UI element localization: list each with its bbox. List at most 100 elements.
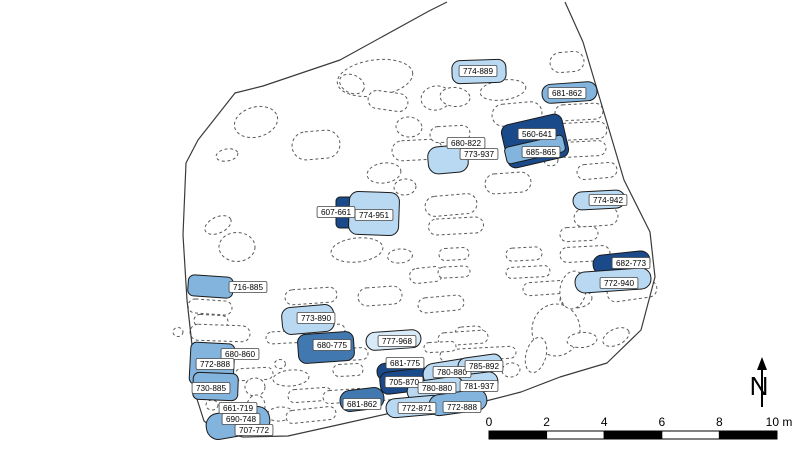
feature-label-773-890: 773-890 <box>296 312 336 324</box>
feature-label-774-889: 774-889 <box>458 65 498 77</box>
stone-blob <box>417 294 465 314</box>
feature-label-text: 716-885 <box>233 283 263 292</box>
stone-blob <box>505 265 551 279</box>
feature-label-box <box>442 401 482 413</box>
feature-label-box <box>312 339 352 351</box>
feature-label-text: 772-888 <box>200 360 230 369</box>
feature-label-730-885: 730-885 <box>191 382 231 394</box>
scale-tick-label: 4 <box>601 415 608 429</box>
stone-blob <box>524 336 548 374</box>
feature-label-682-773: 682-773 <box>611 257 651 269</box>
feature-label-780-880: 780-880 <box>417 382 457 394</box>
stone-blob <box>501 362 521 378</box>
feature-label-box <box>385 357 425 369</box>
feature-label-text: 781-937 <box>464 382 494 391</box>
feature-label-box <box>432 366 472 378</box>
stone-blob <box>274 359 286 369</box>
feature-label-text: 780-880 <box>437 368 467 377</box>
feature-label-text: 773-937 <box>464 150 494 159</box>
feature-label-text: 690-748 <box>226 415 256 424</box>
feature-label-681-862: 681-862 <box>342 398 382 410</box>
feature-label-box <box>611 257 651 269</box>
feature-label-text: 680-775 <box>317 341 347 350</box>
feature-label-box <box>220 348 260 360</box>
stone-blob <box>357 285 403 307</box>
feature-label-680-860: 680-860 <box>220 348 260 360</box>
stone-blob <box>484 171 532 195</box>
feature-label-text: 682-773 <box>616 259 646 268</box>
stone-blob <box>439 86 471 108</box>
feature-label-text: 773-890 <box>301 314 331 323</box>
stone-blob <box>554 102 604 122</box>
stone-blob <box>395 116 423 138</box>
feature-label-box <box>417 382 457 394</box>
feature-label-box <box>191 382 231 394</box>
feature-label-box <box>296 312 336 324</box>
stone-blob <box>576 161 618 181</box>
stone-blob <box>291 129 341 161</box>
stone-blob <box>437 265 471 279</box>
feature-label-785-892: 785-892 <box>464 360 504 372</box>
stone-blob <box>218 232 256 262</box>
feature-label-text: 730-885 <box>196 384 226 393</box>
stone-blob <box>602 327 630 347</box>
feature-label-text: 777-968 <box>382 337 412 346</box>
feature-label-text: 680-822 <box>451 139 481 148</box>
feature-label-781-937: 781-937 <box>459 380 499 392</box>
feature-label-text: 680-860 <box>225 350 255 359</box>
north-arrow-head <box>757 357 767 370</box>
scale-tick-label: 8 <box>716 415 723 429</box>
feature-label-text: 685-865 <box>526 148 556 157</box>
feature-label-560-641: 560-641 <box>517 128 557 140</box>
stone-blob <box>189 323 251 343</box>
feature-label-774-951: 774-951 <box>354 209 394 221</box>
feature-label-box <box>588 194 628 206</box>
feature-label-780-880: 780-880 <box>432 366 472 378</box>
feature-label-text: 772-888 <box>447 403 477 412</box>
stone-blob <box>366 162 402 184</box>
stone-blob <box>424 193 478 217</box>
feature-label-box <box>547 87 587 99</box>
feature-label-box <box>459 148 499 160</box>
feature-label-772-940: 772-940 <box>599 277 639 289</box>
stone-blob <box>409 266 443 284</box>
feature-label-box <box>354 209 394 221</box>
scale-bar-segment <box>718 430 778 440</box>
scale-tick-label: 6 <box>658 415 665 429</box>
feature-label-box <box>459 380 499 392</box>
feature-label-box <box>599 277 639 289</box>
feature-label-text: 661-719 <box>223 404 253 413</box>
scale-bar-segment <box>603 430 663 440</box>
stone-blob <box>505 246 543 262</box>
stone-blob <box>339 73 365 95</box>
stone-blob <box>438 247 470 261</box>
feature-labels: 774-889 681-862 560-641 685-865 680-822 773-9… <box>191 65 651 436</box>
feature-label-box <box>234 424 274 436</box>
stone-blob <box>423 340 457 354</box>
feature-label-685-865: 685-865 <box>521 146 561 158</box>
site-boundary <box>182 1 656 438</box>
feature-label-text: 772-940 <box>604 279 634 288</box>
scale-tick-label: 0 <box>486 415 493 429</box>
stone-blob <box>393 178 417 196</box>
scale-bar-segment <box>546 430 605 440</box>
feature-label-box <box>521 146 561 158</box>
feature-label-text: 780-880 <box>422 384 452 393</box>
feature-label-box <box>384 376 424 388</box>
feature-label-705-870: 705-870 <box>384 376 424 388</box>
feature-label-box <box>464 360 504 372</box>
feature-label-box <box>397 402 437 414</box>
stone-blob <box>367 89 409 113</box>
feature-label-774-942: 774-942 <box>588 194 628 206</box>
feature-label-716-885: 716-885 <box>228 281 268 293</box>
feature-label-box <box>517 128 557 140</box>
scale-bar-segment <box>661 430 720 440</box>
feature-label-box <box>377 335 417 347</box>
stone-blob <box>330 237 384 263</box>
feature-label-text: 707-772 <box>239 426 269 435</box>
feature-label-773-937: 773-937 <box>459 148 499 160</box>
stone-blob <box>187 298 233 316</box>
stone-blob <box>233 105 279 139</box>
scale-bar-segment <box>488 430 548 440</box>
